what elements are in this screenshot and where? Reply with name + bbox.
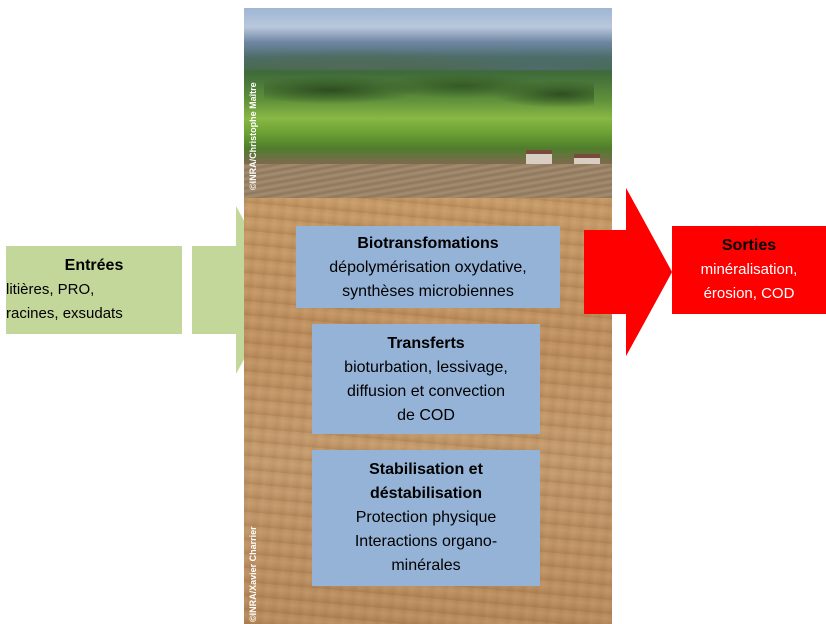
outputs-line-2: érosion, COD xyxy=(703,285,795,302)
trees xyxy=(264,70,594,110)
farm-building xyxy=(526,150,552,164)
process-line: Interactions organo- xyxy=(354,533,498,550)
process-line: dépolymérisation oxydative, xyxy=(329,259,527,276)
outputs-title: Sorties xyxy=(721,237,777,254)
inputs-title: Entrées xyxy=(64,257,124,274)
process-box-biotransformations: Biotransfomations dépolymérisation oxyda… xyxy=(296,226,560,308)
output-arrow-box xyxy=(672,226,826,314)
hills xyxy=(244,30,612,70)
process-line: minérales xyxy=(391,557,461,574)
process-title: Transferts xyxy=(387,335,465,352)
process-box-transferts: Transferts bioturbation, lessivage, diff… xyxy=(312,324,540,434)
process-title: Biotransfomations xyxy=(357,235,499,252)
landscape-photo xyxy=(244,8,612,198)
outputs-label: Sorties minéralisation, érosion, COD xyxy=(674,234,824,306)
process-box-stabilisation: Stabilisation et déstabilisation Protect… xyxy=(312,450,540,586)
process-line: diffusion et convection xyxy=(346,383,506,400)
process-title-2: déstabilisation xyxy=(369,485,483,502)
ploughed-field xyxy=(244,164,612,198)
process-line: bioturbation, lessivage, xyxy=(344,359,508,376)
process-line: Protection physique xyxy=(355,509,497,526)
outputs-line-1: minéralisation, xyxy=(700,261,798,278)
input-arrow-head xyxy=(192,206,282,374)
process-title: Stabilisation et xyxy=(369,461,483,478)
input-arrow-box xyxy=(6,246,182,334)
inputs-line-2: racines, exsudats xyxy=(6,305,123,322)
inputs-label: Entrées litières, PRO, racines, exsudats xyxy=(6,254,182,326)
process-line: synthèses microbiennes xyxy=(342,283,514,300)
inputs-line-1: litières, PRO, xyxy=(6,281,95,298)
process-line: de COD xyxy=(397,407,455,424)
output-arrow-shaft xyxy=(584,188,672,356)
